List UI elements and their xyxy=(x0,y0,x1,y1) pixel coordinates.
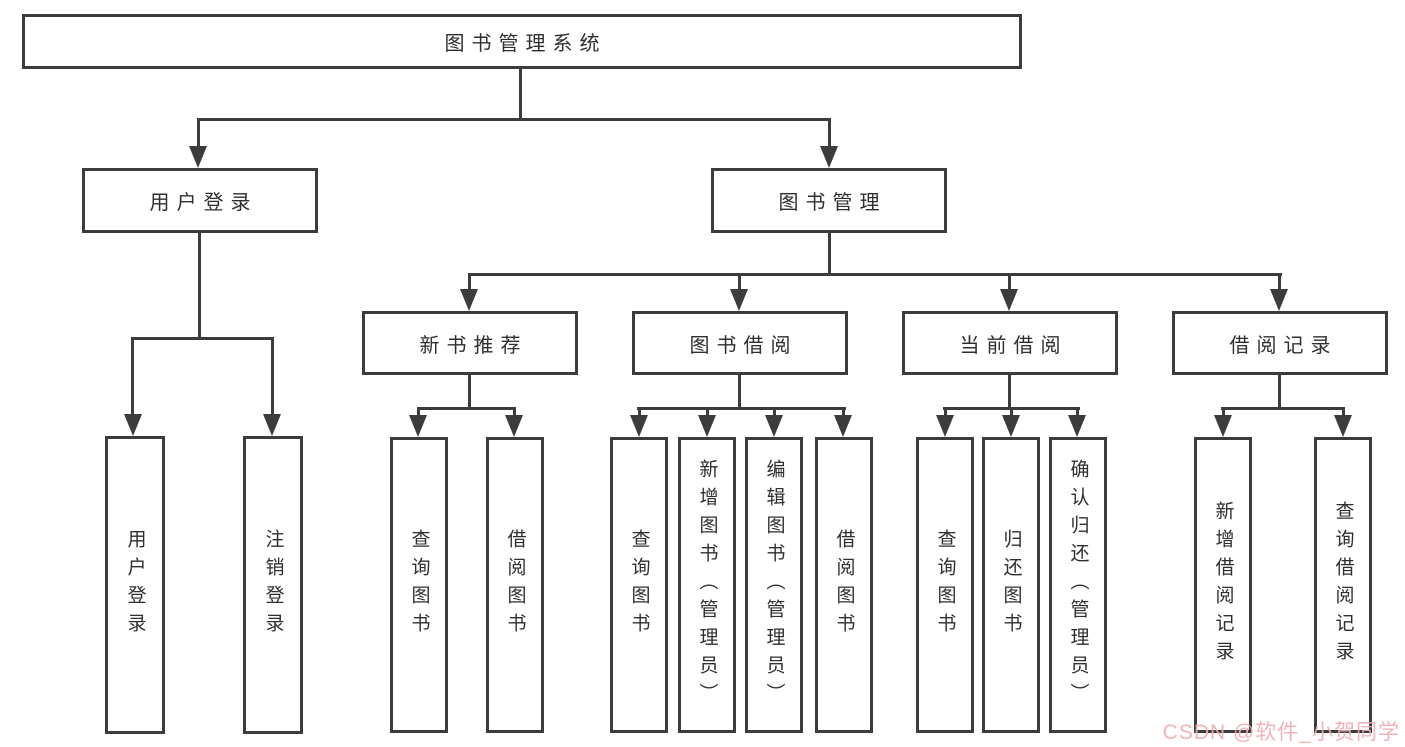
leaf-label: 编辑图书（管理员） xyxy=(763,459,785,711)
leaf-logout: 注销登录 xyxy=(243,436,303,734)
leaf-label: 查询借阅记录 xyxy=(1332,501,1354,669)
leaf-label: 新增借阅记录 xyxy=(1212,501,1234,669)
arrow-down-icon xyxy=(630,415,648,437)
leaf-label: 用户登录 xyxy=(124,529,146,641)
connector-line xyxy=(1342,407,1345,415)
connector-line xyxy=(131,337,134,414)
connector-line xyxy=(271,337,274,414)
leaf-confirm-return-admin: 确认归还（管理员） xyxy=(1049,437,1107,733)
arrow-down-icon xyxy=(460,289,478,311)
arrow-down-icon xyxy=(124,414,142,436)
leaf-label: 注销登录 xyxy=(262,529,284,641)
arrow-down-icon xyxy=(765,415,783,437)
connector-line xyxy=(1008,273,1011,289)
arrow-down-icon xyxy=(1214,415,1232,437)
leaf-add-borrow-record: 新增借阅记录 xyxy=(1194,437,1252,733)
connector-line xyxy=(773,407,776,415)
connector-line xyxy=(197,118,831,121)
connector-line xyxy=(468,273,471,289)
connector-line xyxy=(1278,273,1281,289)
arrow-down-icon xyxy=(1068,415,1086,437)
leaf-query-books: 查询图书 xyxy=(610,437,668,733)
connector-line xyxy=(417,407,420,415)
connector-line xyxy=(1278,375,1281,407)
leaf-label: 查询图书 xyxy=(408,529,430,641)
node-new-book-recommendation: 新书推荐 xyxy=(362,311,578,375)
connector-line xyxy=(828,233,831,273)
connector-line xyxy=(198,233,201,337)
leaf-borrow-books: 借阅图书 xyxy=(486,437,544,733)
arrow-down-icon xyxy=(820,146,838,168)
arrow-down-icon xyxy=(834,415,852,437)
node-root-library-system: 图书管理系统 xyxy=(22,14,1022,69)
connector-line xyxy=(706,407,709,415)
connector-line xyxy=(842,407,845,415)
arrow-down-icon xyxy=(1270,289,1288,311)
connector-line xyxy=(417,407,516,410)
leaf-label: 查询图书 xyxy=(628,529,650,641)
arrow-down-icon xyxy=(1334,415,1352,437)
connector-line xyxy=(1076,407,1079,415)
arrow-down-icon xyxy=(189,146,207,168)
leaf-query-books: 查询图书 xyxy=(390,437,448,733)
arrow-down-icon xyxy=(1002,415,1020,437)
connector-line xyxy=(1010,407,1013,415)
leaf-label: 查询图书 xyxy=(934,529,956,641)
leaf-query-books: 查询图书 xyxy=(916,437,974,733)
node-user-login: 用户登录 xyxy=(82,168,318,233)
arrow-down-icon xyxy=(409,415,427,437)
connector-line xyxy=(828,118,831,146)
leaf-add-books-admin: 新增图书（管理员） xyxy=(678,437,736,733)
connector-line xyxy=(513,407,516,415)
connector-line xyxy=(1222,407,1225,415)
node-current-borrowing: 当前借阅 xyxy=(902,311,1118,375)
connector-line xyxy=(468,273,1282,276)
connector-line xyxy=(1008,375,1011,407)
node-book-management: 图书管理 xyxy=(711,168,947,233)
connector-line xyxy=(738,375,741,407)
connector-line xyxy=(468,375,471,407)
arrow-down-icon xyxy=(263,414,281,436)
connector-line xyxy=(519,69,522,118)
arrow-down-icon xyxy=(698,415,716,437)
leaf-return-books: 归还图书 xyxy=(982,437,1040,733)
leaf-label: 借阅图书 xyxy=(504,529,526,641)
connector-line xyxy=(637,407,846,410)
arrow-down-icon xyxy=(1000,289,1018,311)
node-book-borrowing: 图书借阅 xyxy=(632,311,848,375)
arrow-down-icon xyxy=(730,289,748,311)
connector-line xyxy=(131,337,274,340)
leaf-label: 新增图书（管理员） xyxy=(696,459,718,711)
connector-line xyxy=(1221,407,1345,410)
csdn-watermark: CSDN @软件_小贺同学 xyxy=(1162,721,1400,744)
connector-line xyxy=(738,273,741,289)
leaf-user-login: 用户登录 xyxy=(105,436,165,734)
node-borrowing-records: 借阅记录 xyxy=(1172,311,1388,375)
leaf-label: 归还图书 xyxy=(1000,529,1022,641)
leaf-edit-books-admin: 编辑图书（管理员） xyxy=(745,437,803,733)
connector-line xyxy=(638,407,641,415)
connector-line xyxy=(944,407,947,415)
connector-line xyxy=(197,118,200,146)
arrow-down-icon xyxy=(505,415,523,437)
leaf-query-borrow-record: 查询借阅记录 xyxy=(1314,437,1372,733)
leaf-label: 借阅图书 xyxy=(833,529,855,641)
leaf-label: 确认归还（管理员） xyxy=(1067,459,1089,711)
leaf-borrow-books: 借阅图书 xyxy=(815,437,873,733)
arrow-down-icon xyxy=(936,415,954,437)
